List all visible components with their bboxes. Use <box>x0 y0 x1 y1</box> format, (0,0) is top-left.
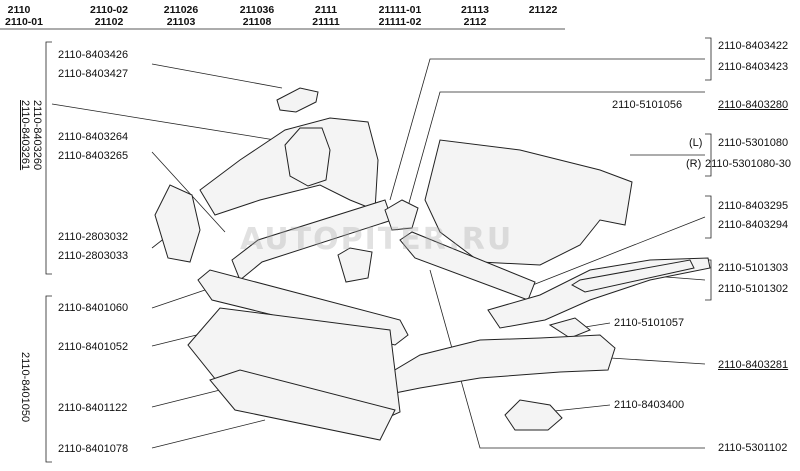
label-2110-8401122: 2110-8401122 <box>58 402 128 414</box>
part-lower-crossmember <box>209 369 396 441</box>
part-bracket-small <box>276 87 319 113</box>
leader-r7 <box>519 216 706 291</box>
label-prefix-l: (L) <box>689 137 703 149</box>
label-2110-8403295: 2110-8403295 <box>718 200 789 212</box>
label-2110-5301102: 2110-5301102 <box>718 442 788 454</box>
label-2110-8403427: 2110-8403427 <box>58 68 129 80</box>
header-code-6a: 21111-01 <box>378 4 422 16</box>
label-2110-8403426: 2110-8403426 <box>58 49 129 61</box>
vertical-label-8403260: 2110-8403260 <box>31 100 43 171</box>
header-code-1a: 2110 <box>7 4 31 16</box>
leader-l1 <box>151 63 283 89</box>
leader-r11 <box>584 322 611 328</box>
label-2110-5301080-30: 2110-5301080-30 <box>705 158 792 170</box>
label-2110-8403280: 2110-8403280 <box>718 99 789 111</box>
header-code-1b: 2110-01 <box>5 16 43 28</box>
left-bracket-lower <box>45 295 52 463</box>
label-prefix-r: (R) <box>686 158 702 170</box>
part-rail-bracket <box>337 247 373 283</box>
part-strut-tower <box>284 127 331 187</box>
label-2110-8403422: 2110-8403422 <box>718 40 789 52</box>
vertical-label-8403261: 2110-8403261 <box>19 100 31 171</box>
right-bracket-1 <box>705 37 712 81</box>
part-small-plate <box>384 199 419 231</box>
label-2110-8401078: 2110-8401078 <box>58 443 129 455</box>
left-bracket-upper <box>45 41 52 275</box>
part-longitudinal-member <box>377 334 616 396</box>
leader-r14 <box>429 269 705 449</box>
leader-v1 <box>51 103 276 141</box>
label-2110-2803032: 2110-2803032 <box>58 231 129 243</box>
label-2110-8403265: 2110-8403265 <box>58 150 129 162</box>
label-2110-5301080: 2110-5301080 <box>718 137 789 149</box>
label-2110-8401060: 2110-8401060 <box>58 302 129 314</box>
header-code-2b: 21102 <box>94 16 124 28</box>
watermark: AUTOPITER.RU <box>240 222 514 257</box>
header-code-8a: 21122 <box>528 4 558 16</box>
header-code-7a: 21113 <box>460 4 490 16</box>
vertical-label-8401050: 2110-8401050 <box>19 352 31 423</box>
header-code-4b: 21108 <box>242 16 272 28</box>
leader-l10 <box>151 419 266 449</box>
label-2110-5101056: 2110-5101056 <box>612 99 683 111</box>
header-code-5b: 21111 <box>312 16 340 28</box>
label-2110-8401052: 2110-8401052 <box>58 341 129 353</box>
header-code-6b: 21111-02 <box>378 16 422 28</box>
header-code-4a: 211036 <box>239 4 275 16</box>
leader-l3 <box>151 151 226 233</box>
part-floor-plate <box>504 399 563 431</box>
leader-l7 <box>151 289 206 309</box>
header-code-7b: 2112 <box>463 16 487 28</box>
label-2110-8403400: 2110-8403400 <box>614 399 685 411</box>
header-code-3a: 211026 <box>163 4 199 16</box>
label-2110-8403423: 2110-8403423 <box>718 61 789 73</box>
header-code-3b: 21103 <box>166 16 196 28</box>
part-strip <box>571 259 695 293</box>
label-2110-8403294: 2110-8403294 <box>718 219 789 231</box>
right-bracket-3 <box>705 195 712 239</box>
leader-r4 <box>401 91 705 229</box>
label-2110-5101057: 2110-5101057 <box>614 317 685 329</box>
label-2110-5101302: 2110-5101302 <box>718 283 789 295</box>
label-2110-8403281: 2110-8403281 <box>718 359 789 371</box>
label-2110-2803033: 2110-2803033 <box>58 250 129 262</box>
header-code-5a: 2111 <box>314 4 338 16</box>
part-gusset <box>154 184 201 263</box>
label-2110-8403264: 2110-8403264 <box>58 131 129 143</box>
part-small-bracket <box>548 317 591 339</box>
part-sill <box>399 231 536 301</box>
label-2110-5101303: 2110-5101303 <box>718 262 789 274</box>
leader-r1 <box>389 58 705 201</box>
leader-r12 <box>609 357 706 365</box>
header-code-2a: 2110-02 <box>90 4 128 16</box>
right-bracket-2 <box>705 133 712 177</box>
